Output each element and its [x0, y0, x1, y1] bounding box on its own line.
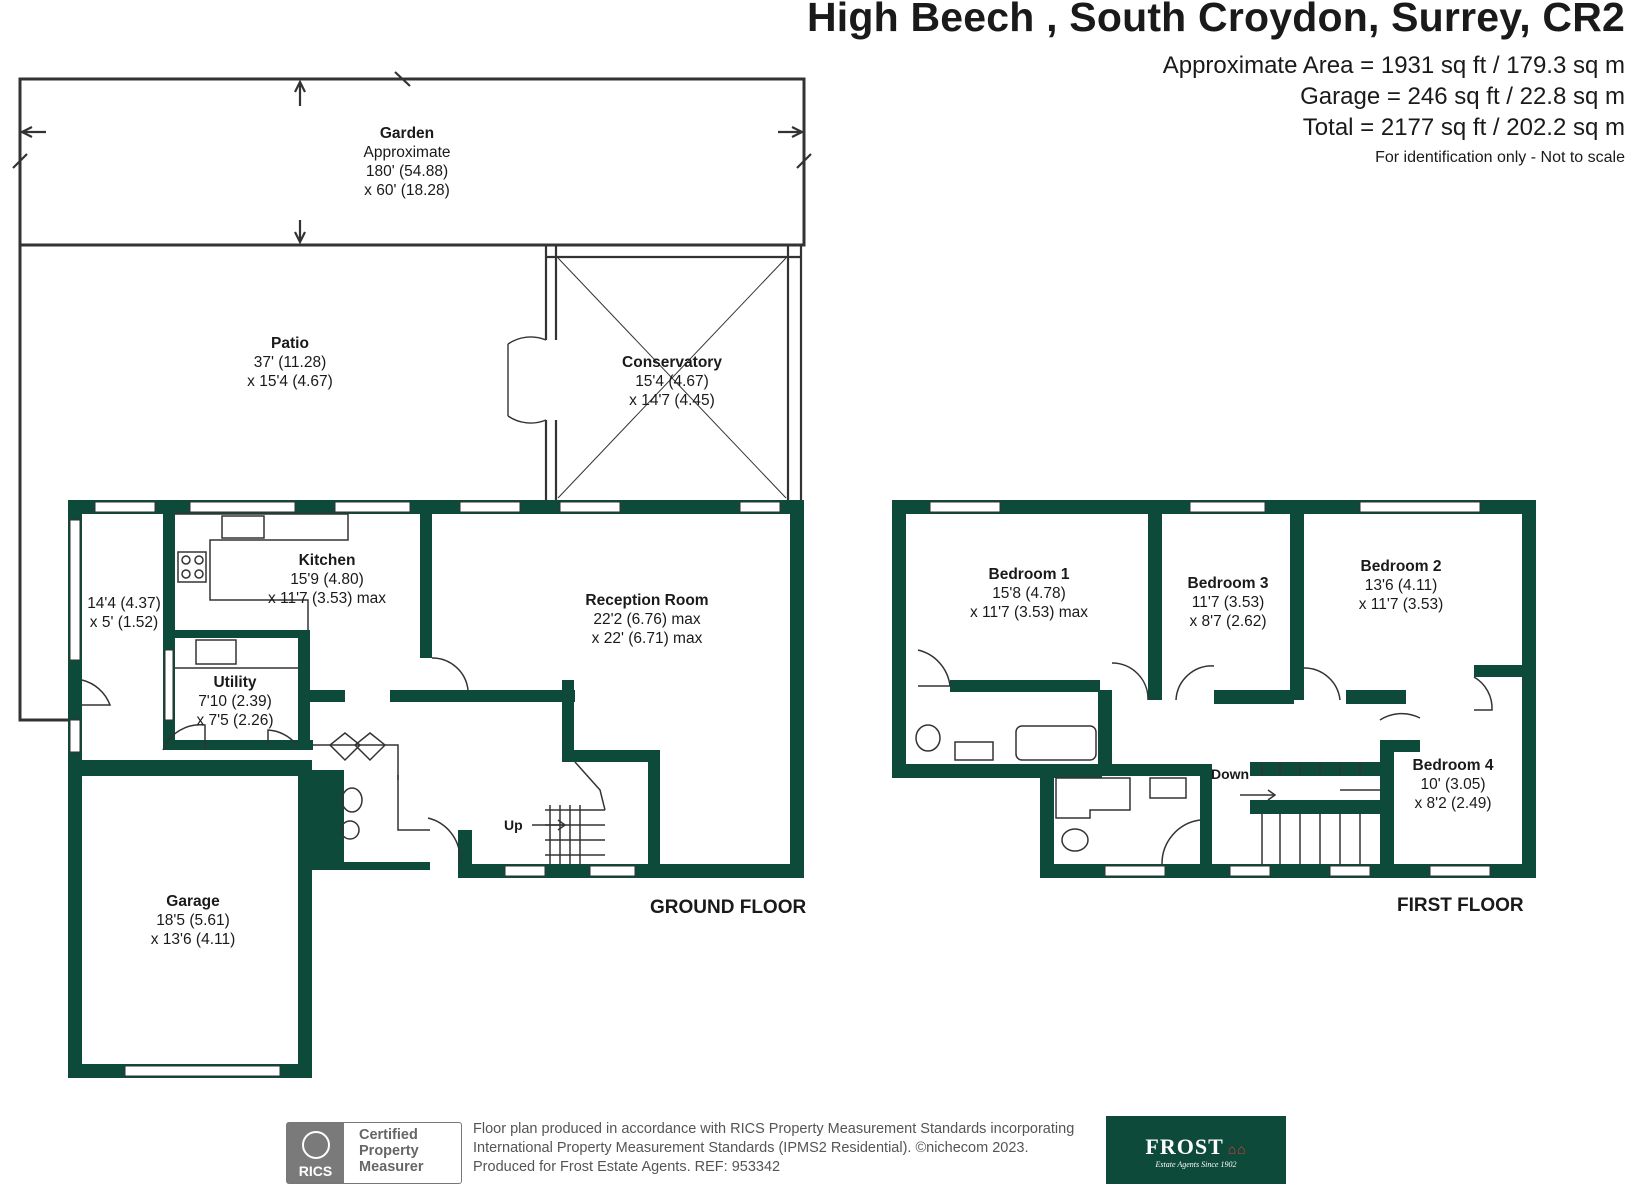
room-hall: 14'4 (4.37) x 5' (1.52)	[87, 594, 161, 632]
room-dim: x 7'5 (2.26)	[196, 712, 274, 729]
bath-icon	[1015, 725, 1097, 761]
room-bedroom-4: Bedroom 4 10' (3.05) x 8'2 (2.49)	[1413, 756, 1494, 813]
room-dim: 15'9 (4.80)	[290, 571, 364, 588]
room-bedroom-1: Bedroom 1 15'8 (4.78) x 11'7 (3.53) max	[970, 565, 1088, 622]
badge-line: Certified	[359, 1127, 418, 1143]
room-dim: x 5' (1.52)	[89, 614, 159, 631]
disclaimer-note: For identification only - Not to scale	[1375, 149, 1625, 166]
shower-icon	[1055, 777, 1131, 819]
footer-line: International Property Measurement Stand…	[473, 1140, 1029, 1156]
room-dim: 22'2 (6.76) max	[593, 611, 701, 628]
room-name: Bedroom 1	[988, 566, 1070, 583]
room-name: Kitchen	[298, 552, 356, 569]
hob-icon	[177, 551, 207, 583]
room-dim: 14'4 (4.37)	[87, 595, 161, 612]
room-dim: 15'8 (4.78)	[992, 585, 1066, 602]
room-kitchen: Kitchen 15'9 (4.80) x 11'7 (3.53) max	[268, 551, 386, 608]
first-floor-label: FIRST FLOOR	[1397, 895, 1524, 916]
rics-badge: RICS Certified Property Measurer	[286, 1122, 462, 1184]
room-reception: Reception Room 22'2 (6.76) max x 22' (6.…	[585, 591, 708, 648]
room-name: Reception Room	[585, 592, 709, 609]
room-name: Garage	[166, 893, 220, 910]
area-total: Total = 2177 sq ft / 202.2 sq m	[1302, 114, 1625, 141]
room-dim: x 11'7 (3.53)	[1358, 596, 1444, 613]
footer-line: Produced for Frost Estate Agents. REF: 9…	[473, 1159, 781, 1175]
room-bedroom-3: Bedroom 3 11'7 (3.53) x 8'7 (2.62)	[1188, 574, 1269, 631]
room-dim: 18'5 (5.61)	[156, 912, 230, 929]
room-garden: Garden Approximate 180' (54.88) x 60' (1…	[363, 124, 450, 200]
toilet-icon	[341, 787, 363, 813]
room-dim: 7'10 (2.39)	[198, 693, 272, 710]
room-patio: Patio 37' (11.28) x 15'4 (4.67)	[247, 334, 333, 391]
room-name: Garden	[379, 125, 435, 142]
area-approximate: Approximate Area = 1931 sq ft / 179.3 sq…	[1162, 52, 1625, 79]
stairs-down-label: Down	[1211, 766, 1250, 782]
frost-logo: FROST⌂⌂ Estate Agents Since 1902	[1106, 1116, 1286, 1184]
badge-line: Property	[359, 1143, 419, 1159]
ground-floor-label: GROUND FLOOR	[650, 897, 807, 918]
room-dim: x 22' (6.71) max	[591, 630, 703, 647]
sink-icon	[195, 639, 237, 665]
page-title: High Beech , South Croydon, Surrey, CR2	[806, 0, 1625, 40]
toilet-icon	[915, 724, 941, 752]
rics-certified-text: Certified Property Measurer	[359, 1127, 423, 1175]
room-bedroom-2: Bedroom 2 13'6 (4.11) x 11'7 (3.53)	[1359, 557, 1444, 614]
room-garage: Garage 18'5 (5.61) x 13'6 (4.11)	[151, 892, 236, 949]
room-dim: x 60' (18.28)	[364, 182, 450, 199]
room-name: Bedroom 3	[1187, 575, 1269, 592]
room-conservatory: Conservatory 15'4 (4.67) x 14'7 (4.45)	[622, 353, 722, 410]
door-swing-icon	[507, 336, 547, 424]
room-name: Conservatory	[622, 354, 722, 371]
room-note: Approximate	[363, 144, 451, 161]
room-dim: 180' (54.88)	[365, 163, 449, 180]
badge-line: Measurer	[359, 1159, 424, 1175]
brand-name: FROST	[1145, 1134, 1224, 1159]
room-name: Patio	[271, 335, 309, 352]
room-dim: x 8'2 (2.49)	[1414, 795, 1492, 812]
room-dim: 11'7 (3.53)	[1191, 594, 1265, 611]
staircase-icon	[1261, 762, 1380, 864]
footer-line: Floor plan produced in accordance with R…	[473, 1121, 1075, 1137]
room-utility: Utility 7'10 (2.39) x 7'5 (2.26)	[196, 673, 273, 730]
room-dim: x 13'6 (4.11)	[150, 931, 236, 948]
house-icon: ⌂⌂	[1227, 1143, 1247, 1158]
room-name: Utility	[213, 674, 257, 691]
rics-logo: RICS	[287, 1123, 344, 1183]
room-name: Bedroom 2	[1360, 558, 1442, 575]
rics-logo-text: RICS	[298, 1163, 333, 1179]
sink-icon	[221, 515, 265, 539]
footer-statement: Floor plan produced in accordance with R…	[473, 1120, 1074, 1177]
door-swing-icon	[81, 679, 112, 706]
room-dim: 10' (3.05)	[1420, 776, 1486, 793]
room-dim: x 8'7 (2.62)	[1189, 613, 1267, 630]
room-dim: 15'4 (4.67)	[635, 373, 709, 390]
brand-tagline: Estate Agents Since 1902	[1155, 1160, 1237, 1169]
basin-icon	[1149, 777, 1187, 799]
room-dim: x 11'7 (3.53) max	[267, 590, 387, 607]
stairs-up-label: Up	[504, 817, 523, 833]
toilet-icon	[1061, 828, 1089, 852]
room-name: Bedroom 4	[1412, 757, 1494, 774]
rics-emblem-icon	[301, 1131, 330, 1159]
room-dim: 37' (11.28)	[253, 354, 327, 371]
room-dim: 13'6 (4.11)	[1364, 577, 1438, 594]
room-dim: x 15'4 (4.67)	[247, 373, 333, 390]
room-dim: x 14'7 (4.45)	[629, 392, 715, 409]
basin-icon	[340, 820, 360, 840]
area-garage: Garage = 246 sq ft / 22.8 sq m	[1300, 83, 1625, 110]
basin-icon	[954, 741, 994, 761]
staircase-icon	[532, 761, 606, 864]
room-dim: x 11'7 (3.53) max	[969, 604, 1089, 621]
